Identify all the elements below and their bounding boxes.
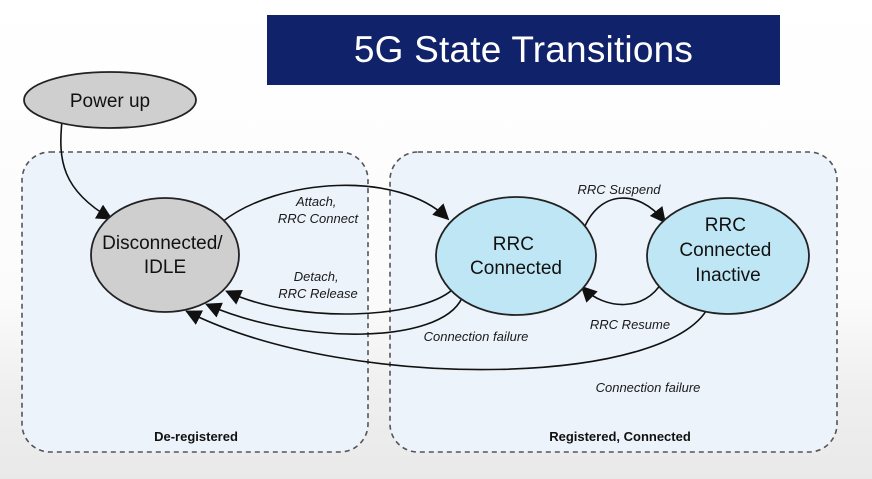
edge-conn-failure-2 xyxy=(185,302,711,371)
node-label-rrc-connected-inactive: RRC Connected Inactive xyxy=(679,215,776,286)
node-label-disconnected-idle: Disconnected/ IDLE xyxy=(102,233,228,278)
edge-label-conn-failure-1: Connection failure xyxy=(424,329,529,344)
node-label-power-up: Power up xyxy=(70,91,150,112)
edge-label-conn-failure-2: Connection failure xyxy=(596,380,701,395)
node-power-up xyxy=(23,71,197,129)
region-label-registered: Registered, Connected xyxy=(549,429,691,444)
node-rrc-connected-inactive xyxy=(646,197,810,315)
edge-detach xyxy=(225,289,453,315)
edge-label-attach: Attach, RRC Connect xyxy=(278,194,360,226)
node-rrc-connected xyxy=(435,196,597,316)
edge-rrc-resume xyxy=(580,281,663,306)
edge-label-rrc-resume: RRC Resume xyxy=(590,317,670,332)
page-title: 5G State Transitions xyxy=(267,15,780,85)
edge-label-detach: Detach, RRC Release xyxy=(278,269,357,301)
edge-conn-failure-1 xyxy=(205,297,463,335)
edge-attach xyxy=(221,184,450,223)
node-label-rrc-connected: RRC Connected xyxy=(470,234,562,279)
region-label-deregistered: De-registered xyxy=(154,429,238,444)
node-disconnected-idle xyxy=(90,197,240,313)
edge-rrc-suspend xyxy=(582,197,666,232)
edge-power-up xyxy=(60,120,113,220)
edge-label-rrc-suspend: RRC Suspend xyxy=(577,182,661,197)
